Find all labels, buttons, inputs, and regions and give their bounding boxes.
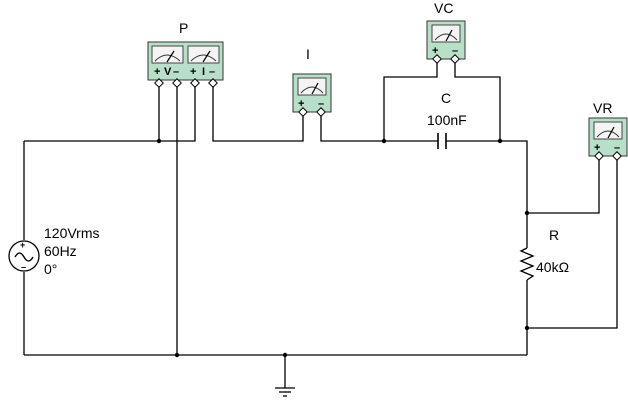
wire-vc-plus (383, 62, 438, 141)
vr-pin-plus: + (594, 142, 600, 154)
vr-pin-minus: – (614, 142, 620, 154)
p-pin-i-minus: – (209, 66, 215, 78)
p-pin-i-plus: + (190, 66, 196, 78)
source-frequency: 60Hz (44, 243, 77, 259)
wire-vc-minus (454, 62, 501, 141)
resistor-icon[interactable] (519, 247, 535, 281)
resistor-label: R (549, 227, 559, 243)
source-plus: + (20, 240, 25, 250)
resistor-value: 40kΩ (536, 259, 569, 275)
capacitor-label: C (441, 90, 451, 106)
corner-mark: ' (4, 0, 7, 9)
wire-vr-minus (527, 157, 618, 329)
sine-icon (14, 252, 34, 262)
p-pin-v-plus: + (154, 66, 160, 78)
junction-dot (524, 325, 530, 331)
junction-dot (282, 352, 288, 358)
p-pin-i: I (202, 66, 205, 78)
power-meter-label: P (179, 20, 188, 36)
power-meter[interactable]: + V – + I – (147, 41, 224, 81)
p-pin-v: V (164, 66, 172, 78)
power-meter-terminals[interactable] (154, 78, 218, 88)
wire-p-to-ammeter (212, 84, 304, 142)
vr-voltmeter[interactable]: + – (588, 117, 628, 161)
ammeter[interactable]: + – (292, 73, 332, 117)
ammeter-pin-plus: + (298, 98, 304, 110)
ground-icon[interactable] (275, 387, 295, 397)
vc-voltmeter[interactable]: + – (426, 20, 466, 64)
junction-dot (156, 138, 162, 144)
capacitor-value: 100nF (427, 112, 467, 128)
junction-dot (174, 352, 180, 358)
capacitor-icon[interactable] (437, 133, 447, 149)
junction-dot (381, 138, 387, 144)
ac-source[interactable]: + – (8, 240, 40, 272)
junction-dot (524, 210, 530, 216)
ammeter-label: I (306, 46, 310, 62)
vc-meter-label: VC (434, 0, 453, 16)
wire-vr-plus (527, 157, 600, 214)
source-minus: – (21, 262, 26, 272)
wires (23, 62, 618, 388)
junction-dot (497, 138, 503, 144)
vc-pin-minus: – (452, 45, 458, 57)
source-phase: 0° (44, 261, 57, 277)
wire-ammeter-out (320, 115, 384, 142)
vr-meter-label: VR (593, 100, 612, 116)
wire-top-right (500, 140, 528, 213)
ammeter-pin-minus: – (318, 98, 324, 110)
p-pin-v-minus: – (173, 66, 179, 78)
junctions (156, 138, 530, 358)
source-voltage: 120Vrms (44, 225, 100, 241)
vc-pin-plus: + (432, 45, 438, 57)
